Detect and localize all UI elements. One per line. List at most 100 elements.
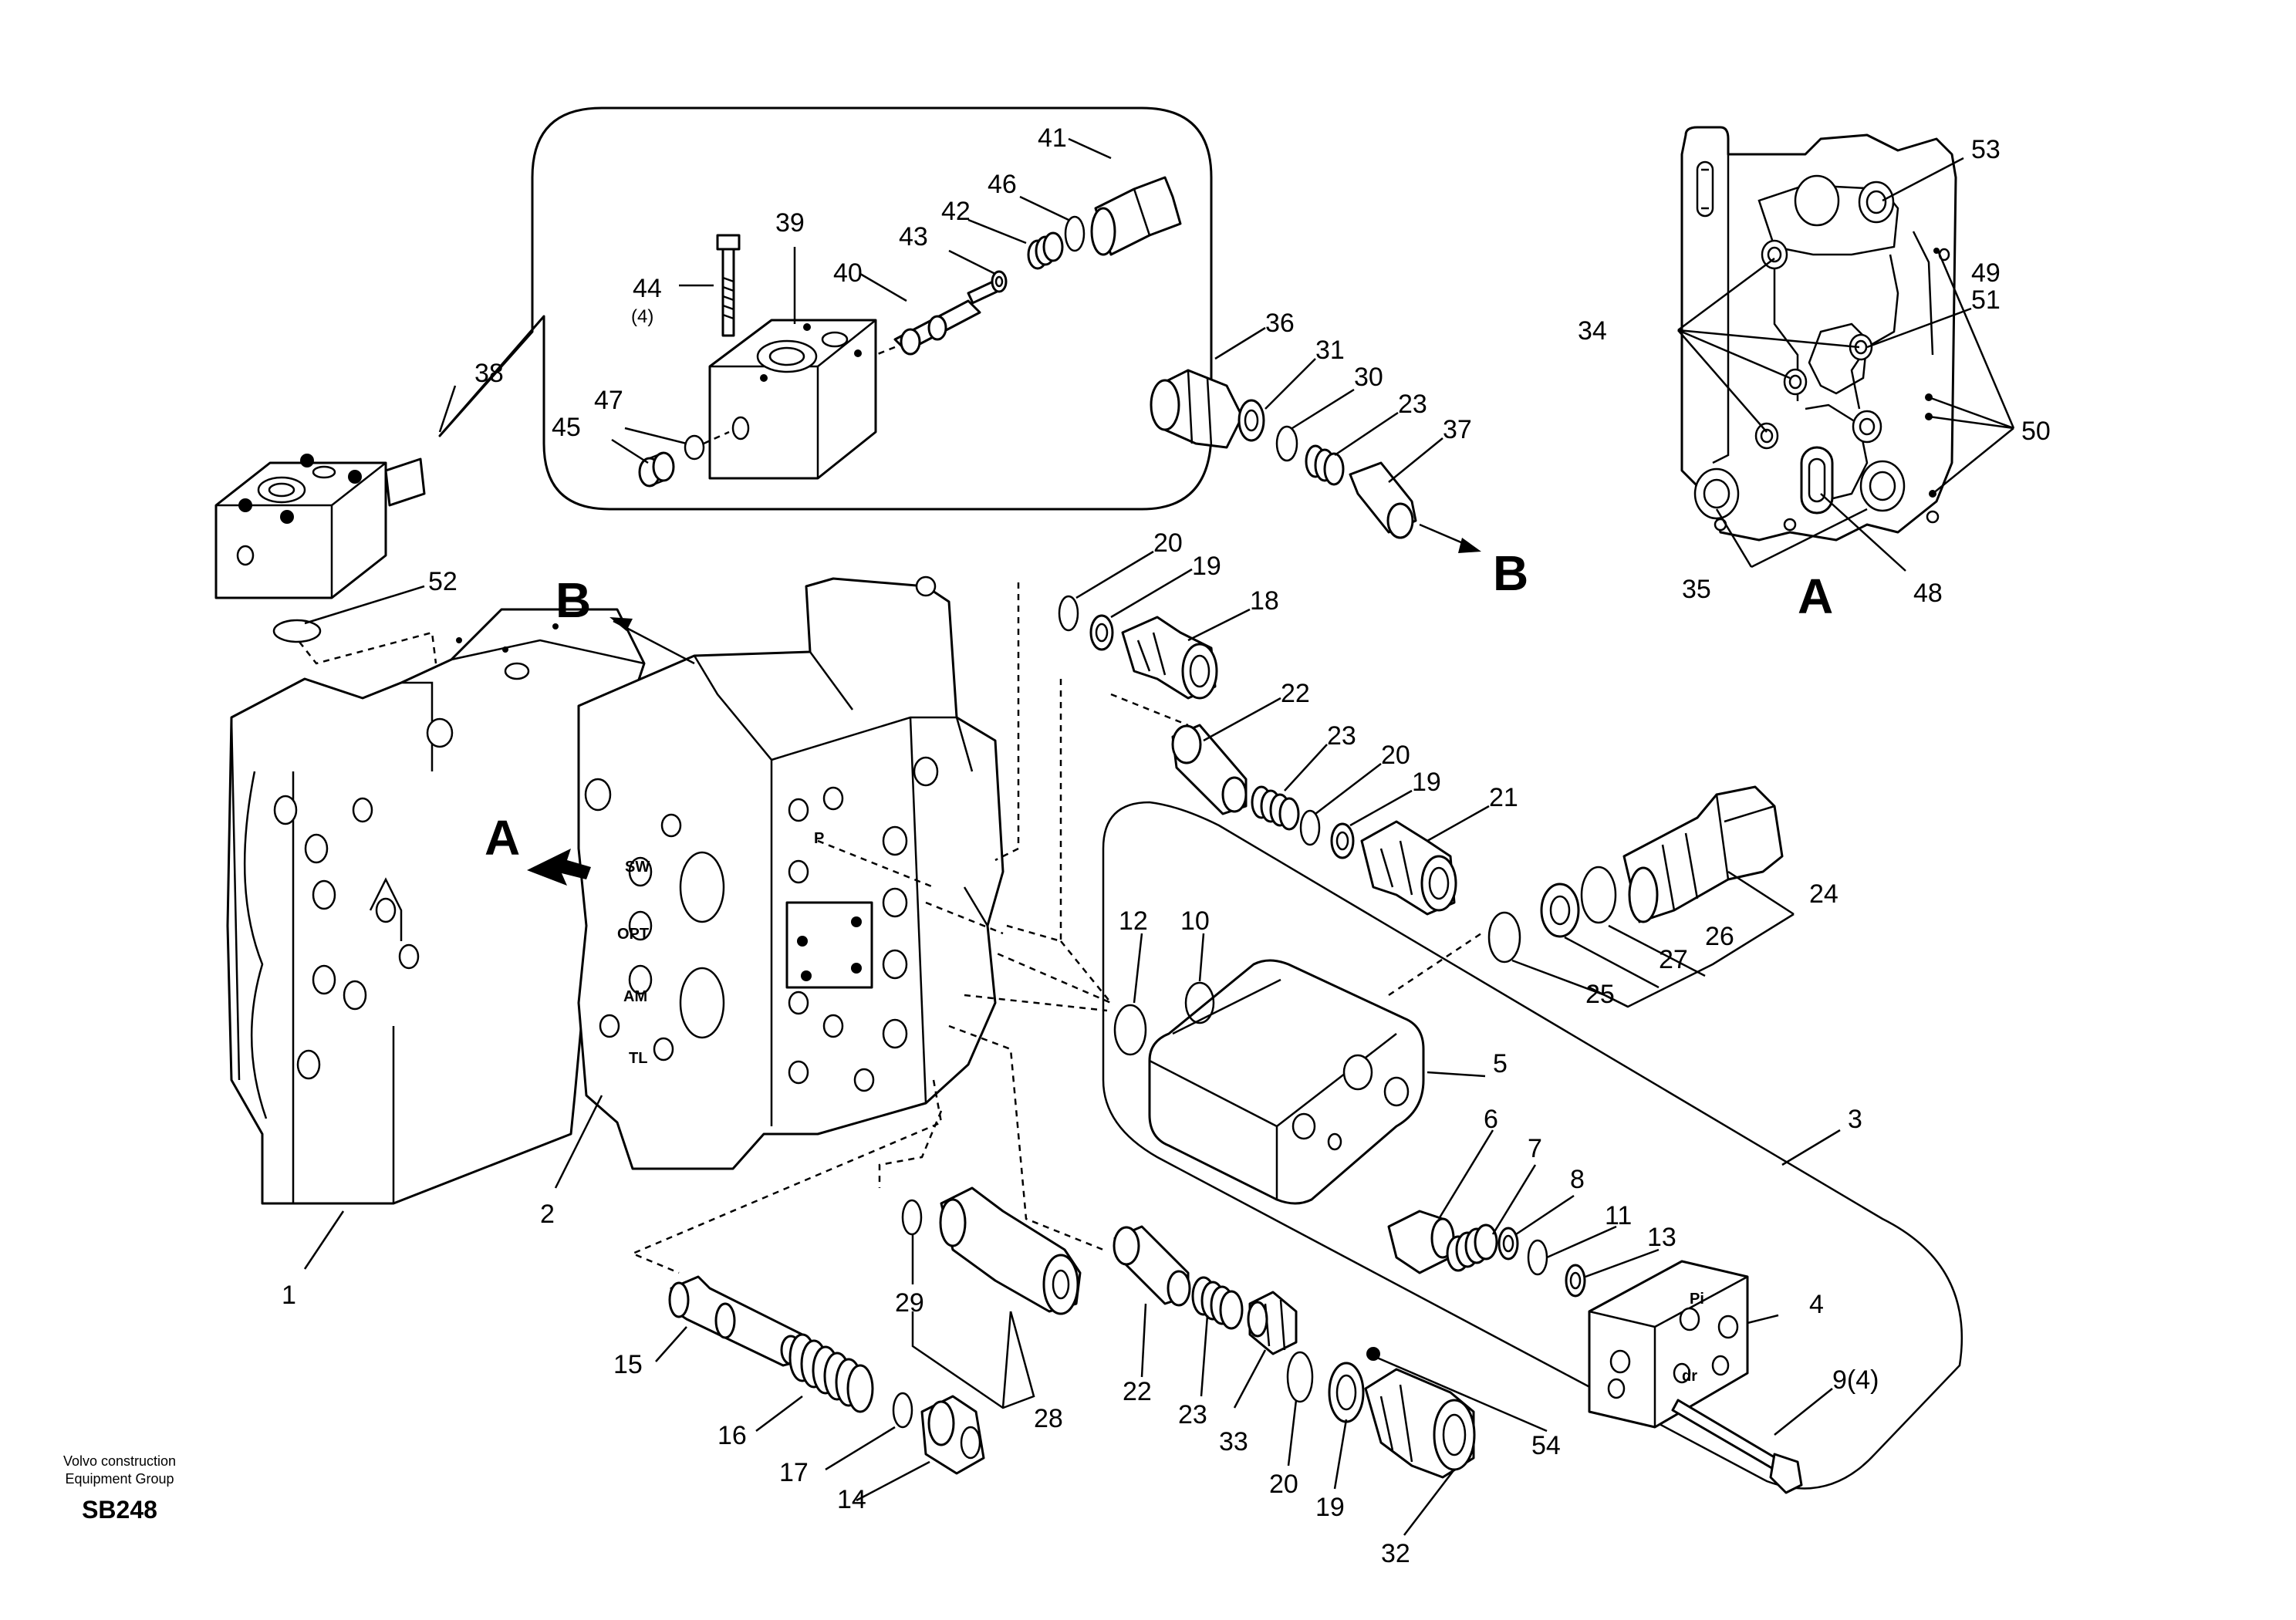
part-3-assembly-outline [1102,801,1963,1490]
part-6-poppet [1387,1210,1455,1274]
part-45-plug [638,451,675,488]
callout-numbers: 1 2 3 4 5 6 7 8 9(4) 10 11 12 13 14 15 1… [282,123,2051,1568]
callout-18: 18 [1250,586,1279,616]
callout-17: 17 [779,1458,809,1487]
part-11-oring [1527,1239,1548,1276]
part-28-sleeve [939,1186,1082,1315]
view-a-detail [1680,126,1957,542]
port-label-dr: dr [1682,1368,1697,1385]
part-19-backup-lower [1328,1362,1365,1423]
callout-20-lower: 20 [1269,1470,1298,1499]
callout-44-qty: (4) [631,306,653,327]
part-29-oring [901,1199,923,1236]
callout-39: 39 [775,208,805,238]
port-label-am: AM [623,988,647,1005]
part-10-oring [1184,981,1215,1024]
view-a-arrow [527,849,591,886]
callout-10: 10 [1180,906,1210,936]
callout-31: 31 [1315,336,1345,365]
callout-5: 5 [1493,1049,1508,1078]
view-b-label-target: B [1493,545,1528,601]
part-14-plug [920,1395,985,1475]
part-12-oring [1113,1004,1147,1056]
callout-43: 43 [899,222,928,251]
callout-6: 6 [1484,1105,1498,1134]
callout-50: 50 [2021,417,2051,446]
callout-7: 7 [1528,1134,1542,1163]
port-label-tl: TL [629,1050,647,1067]
part-15-spool [668,1275,804,1367]
callout-38: 38 [474,359,504,388]
callout-25: 25 [1585,980,1615,1009]
callout-40: 40 [833,258,863,288]
callout-22-upper: 22 [1281,679,1310,708]
callout-23-b: 23 [1398,390,1427,419]
callout-20-upper: 20 [1153,528,1183,558]
port-label-opt: OPT [617,926,649,943]
callout-13: 13 [1647,1223,1676,1252]
detail-bubble-38 [438,106,1213,511]
callout-21: 21 [1489,783,1518,812]
part-19-backup-upper [1089,614,1114,651]
callout-44: 44 [633,274,662,303]
callout-35: 35 [1682,575,1711,604]
callout-27: 27 [1659,945,1688,974]
view-a-label-main: A [485,810,520,866]
part-27-backup-ring [1540,883,1580,938]
callout-49: 49 [1971,258,2001,288]
part-24-relief-valve [1622,785,1784,923]
callout-1: 1 [282,1281,296,1310]
part-33-spring-seat [1247,1291,1298,1355]
part-21-plug [1360,820,1457,916]
part-20-oring-upper [1058,595,1079,632]
callout-19-lower: 19 [1315,1493,1345,1522]
part-43-washer [991,270,1008,293]
callout-15: 15 [613,1350,643,1379]
part-18-plug [1121,616,1218,700]
part-22-poppet-lower [1113,1225,1191,1307]
part-36-plug [1150,369,1244,449]
callout-34: 34 [1578,316,1607,346]
callout-12: 12 [1119,906,1148,936]
part-9-bolt [1671,1399,1803,1494]
part-39-valve-block [708,319,877,480]
part-26-oring [1580,866,1617,924]
callout-48: 48 [1913,579,1943,608]
leader-lines [303,137,2015,1536]
callout-8: 8 [1570,1165,1585,1194]
part-7-spring [1446,1223,1498,1272]
view-b-label-main: B [555,572,591,628]
part-13-backup-ring [1565,1264,1586,1298]
callout-51: 51 [1971,285,2001,315]
callout-54: 54 [1531,1431,1561,1460]
callout-53: 53 [1971,135,2001,164]
part-38-solenoid-assembly [214,454,426,599]
callout-36: 36 [1265,309,1295,338]
callout-28: 28 [1034,1404,1063,1433]
part-23-spring-lower [1191,1276,1244,1330]
footer-company-line1: Volvo construction [63,1453,176,1469]
part-54-ball [1366,1347,1380,1361]
callout-52: 52 [428,567,458,596]
part-5-valve-cap [1148,959,1425,1205]
callout-24: 24 [1809,879,1838,909]
callout-47: 47 [594,386,623,415]
part-22-poppet-upper [1171,724,1248,815]
callout-33: 33 [1219,1427,1248,1456]
callout-22-lower: 22 [1123,1377,1152,1406]
part-8-washer [1497,1227,1519,1261]
part-31-backup [1237,399,1265,442]
part-20-oring-mid [1299,809,1321,846]
callout-42: 42 [941,197,971,226]
port-label-p: P [814,830,824,847]
callout-11: 11 [1605,1201,1632,1230]
part-25-oring [1487,911,1521,964]
part-40-spool [893,281,998,356]
callout-41: 41 [1038,123,1067,153]
callout-26: 26 [1705,922,1734,951]
callout-32: 32 [1381,1539,1410,1568]
part-23-spring-upper [1251,785,1300,831]
callout-29: 29 [895,1288,924,1318]
callout-23-mid: 23 [1327,721,1356,751]
